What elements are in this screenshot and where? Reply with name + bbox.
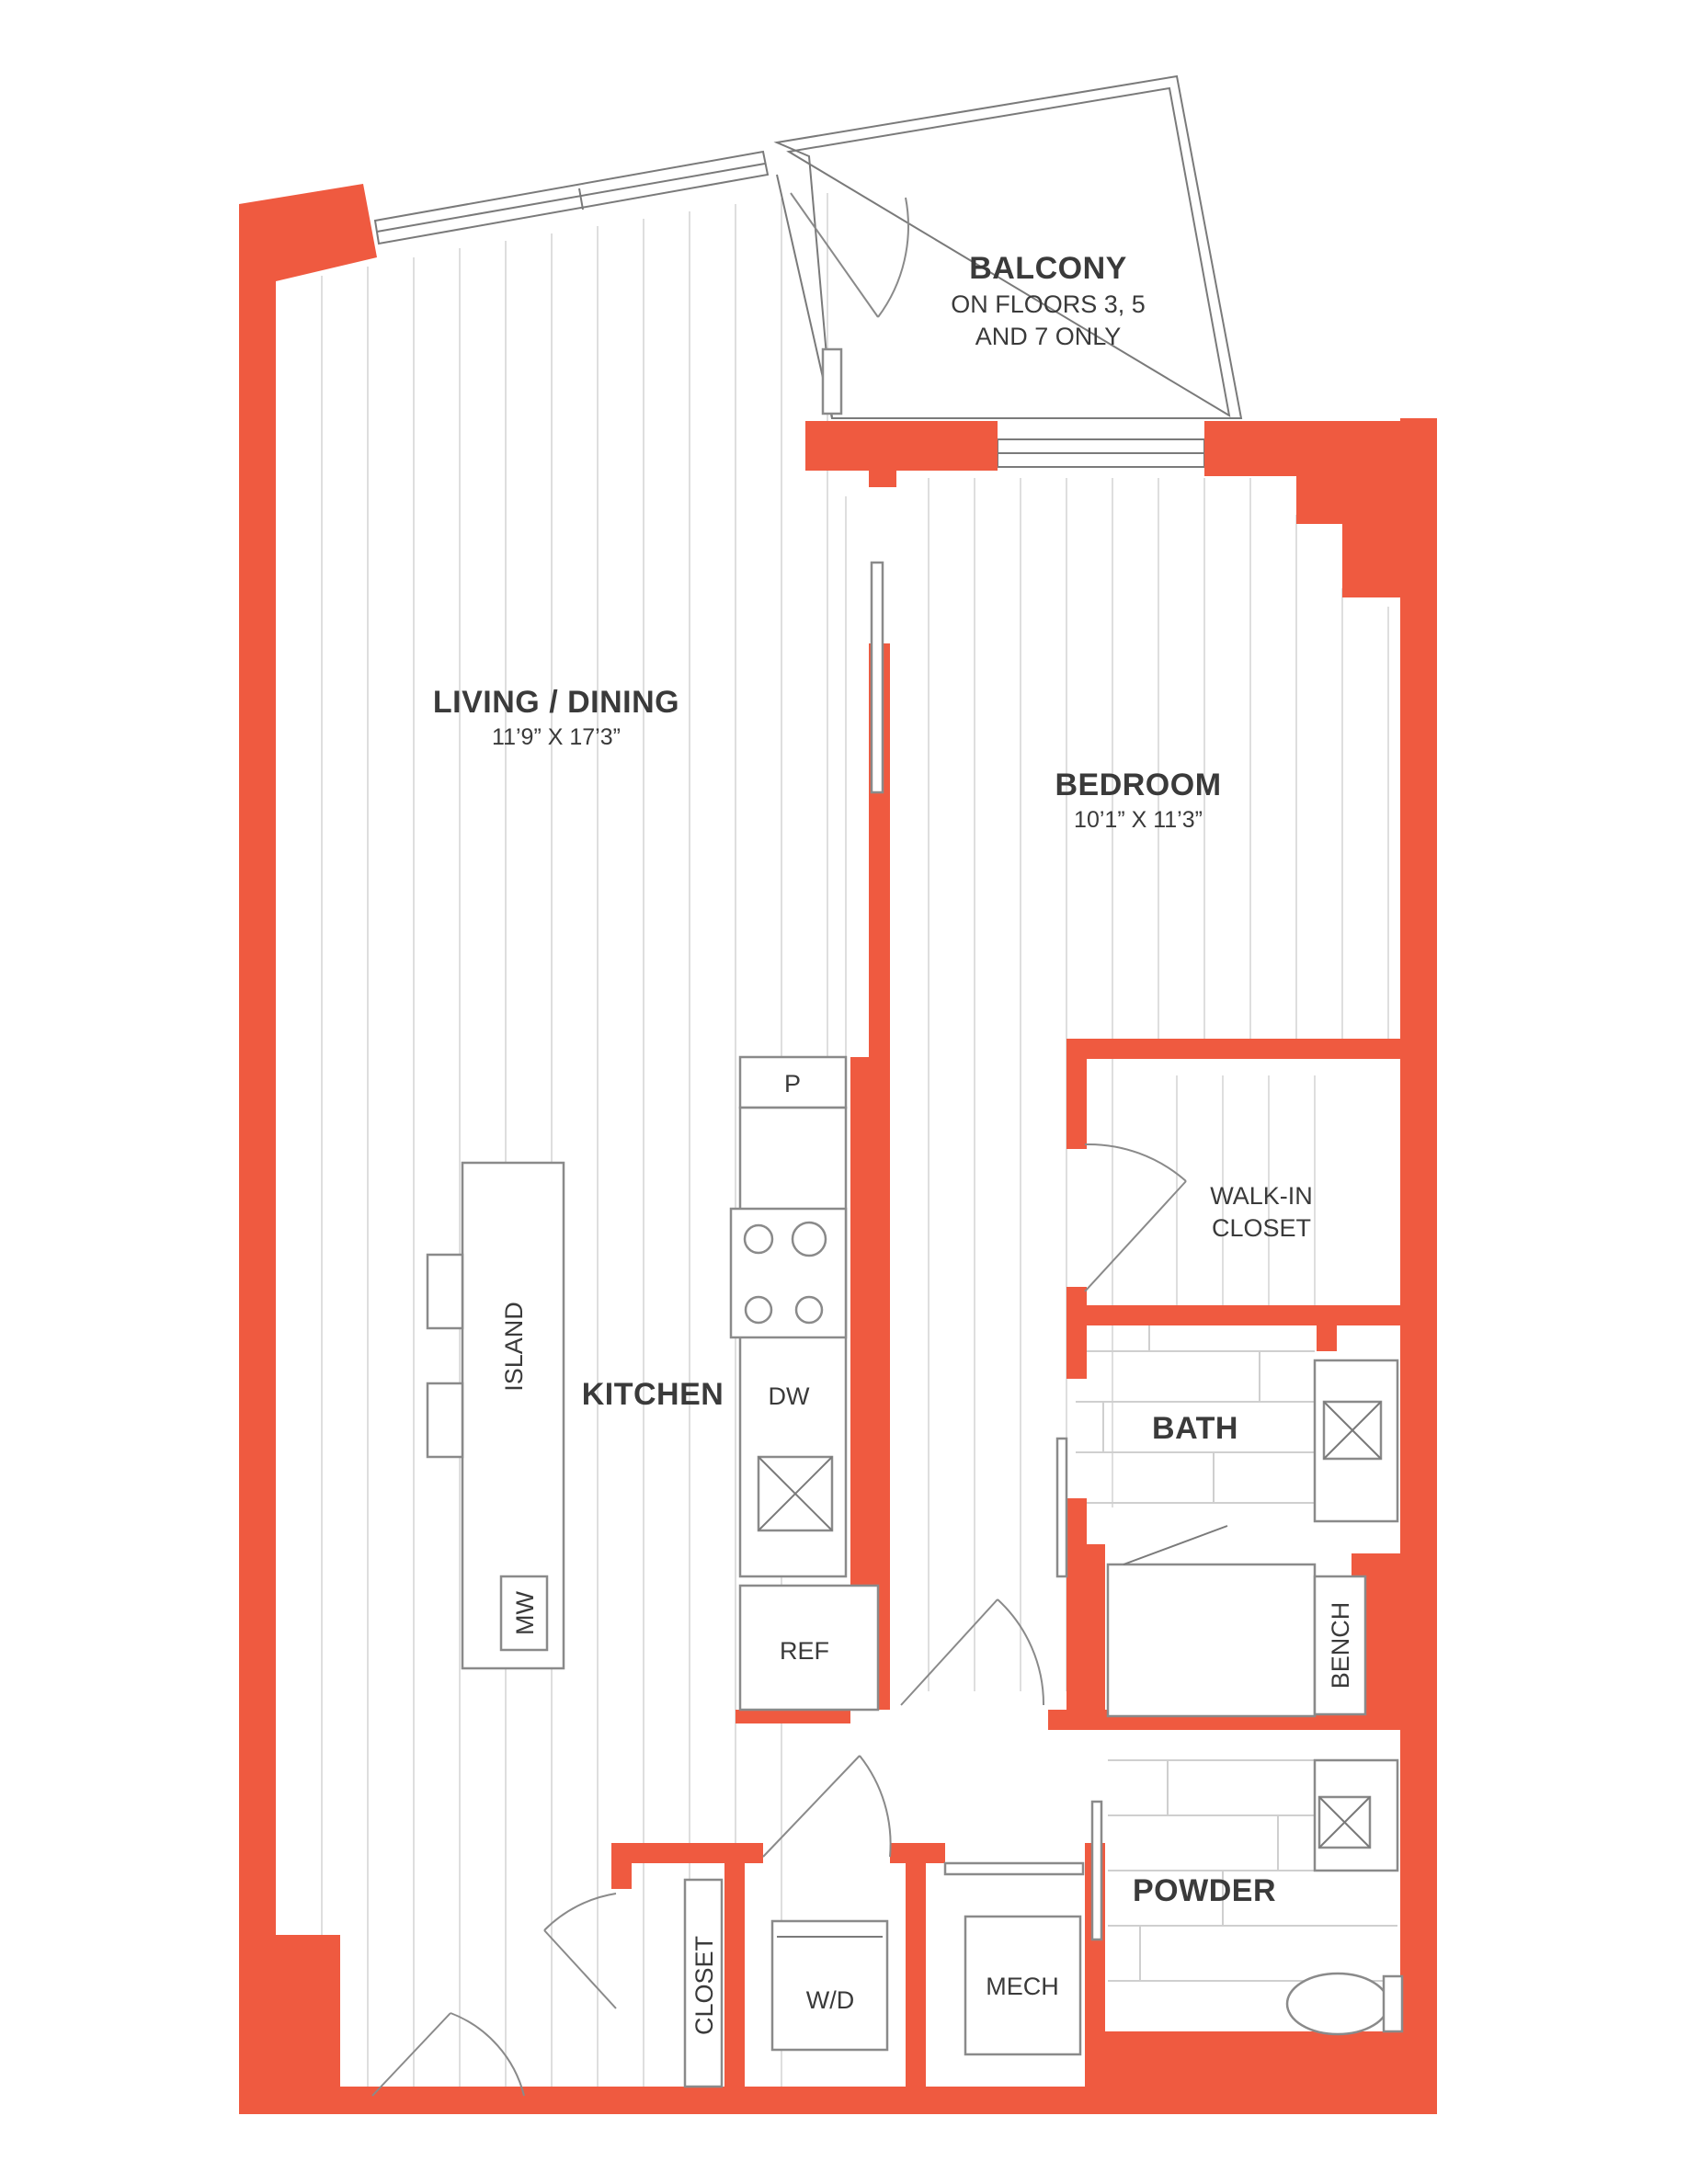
bath-label: BATH bbox=[1152, 1411, 1238, 1446]
burner-2 bbox=[791, 1221, 827, 1257]
microwave bbox=[499, 1575, 549, 1652]
stool-2 bbox=[426, 1382, 464, 1459]
dishwasher-label: DW bbox=[769, 1382, 810, 1410]
refrigerator-label: REF bbox=[780, 1637, 829, 1665]
burner-1 bbox=[743, 1223, 774, 1255]
closet-label: CLOSET bbox=[690, 1936, 718, 2035]
pantry-cabinet bbox=[738, 1055, 848, 1109]
walls bbox=[239, 184, 1437, 2114]
kitchen-label: KITCHEN bbox=[582, 1377, 724, 1412]
closet-shelf bbox=[683, 1878, 724, 2088]
washer-dryer bbox=[770, 1919, 889, 2052]
bench bbox=[1313, 1575, 1367, 1716]
bedroom-window bbox=[997, 438, 1205, 468]
refrigerator bbox=[738, 1584, 880, 1712]
bath-fixtures bbox=[1106, 1359, 1404, 2036]
living-dining-dims: 11’9” X 17’3” bbox=[492, 724, 621, 750]
balcony-note-line1: ON FLOORS 3, 5 bbox=[951, 290, 1146, 318]
microwave-label: MW bbox=[511, 1591, 539, 1635]
toilet bbox=[1285, 1972, 1390, 2036]
mech-label: MECH bbox=[986, 1973, 1059, 2000]
bedroom-label: BEDROOM bbox=[1055, 768, 1221, 802]
burner-3 bbox=[744, 1295, 773, 1325]
washer-dryer-label: W/D bbox=[806, 1986, 854, 2014]
kitchen-fixtures bbox=[426, 1055, 880, 1712]
toilet-tank bbox=[1382, 1974, 1404, 2033]
balcony-note-line2: AND 7 ONLY bbox=[975, 323, 1122, 350]
bedroom-dims: 10’1” X 11’3” bbox=[1074, 807, 1203, 833]
pantry-label: P bbox=[784, 1070, 801, 1098]
powder-label: POWDER bbox=[1133, 1873, 1276, 1908]
living-window bbox=[373, 150, 770, 245]
utility-fixtures bbox=[683, 1878, 1082, 2088]
stool-1 bbox=[426, 1253, 464, 1330]
mech-unit bbox=[964, 1915, 1082, 2056]
walk-in-closet-line1: WALK-IN bbox=[1210, 1182, 1313, 1210]
island-label: ISLAND bbox=[500, 1302, 528, 1392]
shower bbox=[1106, 1563, 1317, 1718]
doors bbox=[371, 561, 1187, 2097]
balcony-door bbox=[790, 192, 909, 415]
balcony-outline bbox=[773, 74, 1243, 419]
bench-label: BENCH bbox=[1327, 1602, 1354, 1689]
burner-4 bbox=[794, 1295, 824, 1325]
bath-tiles bbox=[1076, 1324, 1315, 1504]
living-dining-label: LIVING / DINING bbox=[433, 685, 679, 720]
balcony-label: BALCONY bbox=[969, 251, 1127, 286]
walk-in-closet-line2: CLOSET bbox=[1212, 1214, 1311, 1242]
